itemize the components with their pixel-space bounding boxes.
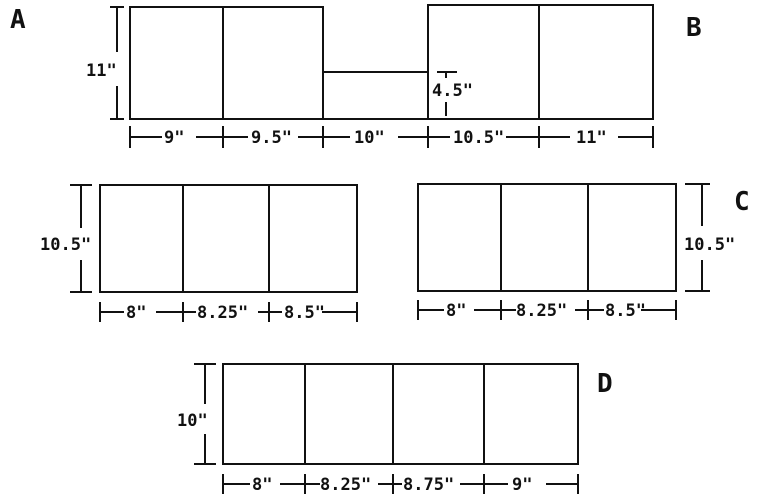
figure-a-height-label: 11" — [86, 61, 117, 81]
figure-d-width-1: 8" — [252, 475, 272, 495]
figure-d-width-2: 8.25" — [320, 475, 371, 495]
figure-letter-c: C — [734, 187, 750, 217]
figure-b-width-2: 11" — [576, 128, 607, 148]
figure-left-width-1: 8" — [126, 303, 146, 323]
figure-d-width-3: 8.75" — [403, 475, 454, 495]
figure-c-width-dimension: 8" 8.25" 8.5" — [417, 300, 677, 321]
figure-ab: A B 11" 4.5" — [10, 4, 702, 148]
figure-b-width-1: 10.5" — [453, 128, 504, 148]
figure-c: C 10.5" 8" 8.25" 8.5" — [417, 183, 750, 321]
figure-b-box — [427, 4, 654, 120]
figure-a-width-1: 9" — [164, 128, 184, 148]
figure-d-width-4: 9" — [512, 475, 532, 495]
figure-letter-a: A — [10, 5, 26, 35]
figure-d-width-dimension: 8" 8.25" 8.75" 9" — [222, 474, 579, 495]
figure-left-height-label: 10.5" — [40, 235, 91, 255]
figure-left-height-dimension: 10.5" — [40, 184, 92, 293]
figure-d: D 10" 8" 8.25" 8.75" 9" — [177, 363, 613, 495]
figure-ab-width-dimension: 9" 9.5" 10" 10.5" 11" — [129, 126, 654, 148]
figure-a-width-2: 9.5" — [251, 128, 292, 148]
connector-height-label: 4.5" — [432, 81, 473, 101]
figure-a-height-dimension: 11" — [86, 6, 124, 120]
figure-left-width-2: 8.25" — [197, 303, 248, 323]
figure-a-box — [129, 6, 324, 120]
figure-c-width-1: 8" — [446, 301, 466, 321]
figure-left-middle: 10.5" 8" 8.25" 8.5" — [40, 184, 358, 323]
figure-letter-d: D — [597, 369, 613, 399]
figure-c-height-label: 10.5" — [684, 235, 735, 255]
connector-height-dimension: 4.5" — [432, 71, 473, 116]
figure-c-width-2: 8.25" — [516, 301, 567, 321]
figure-d-height-label: 10" — [177, 411, 208, 431]
figure-left-width-dimension: 8" 8.25" 8.5" — [99, 302, 358, 323]
figure-left-box — [99, 184, 358, 293]
figure-c-box — [417, 183, 677, 292]
figure-d-height-dimension: 10" — [177, 363, 216, 465]
figure-letter-b: B — [686, 13, 702, 43]
figure-a-width-3: 10" — [354, 128, 385, 148]
figure-c-height-dimension: 10.5" — [684, 183, 735, 292]
figure-c-width-3: 8.5" — [605, 301, 646, 321]
figure-d-box — [222, 363, 579, 465]
figure-left-width-3: 8.5" — [284, 303, 325, 323]
